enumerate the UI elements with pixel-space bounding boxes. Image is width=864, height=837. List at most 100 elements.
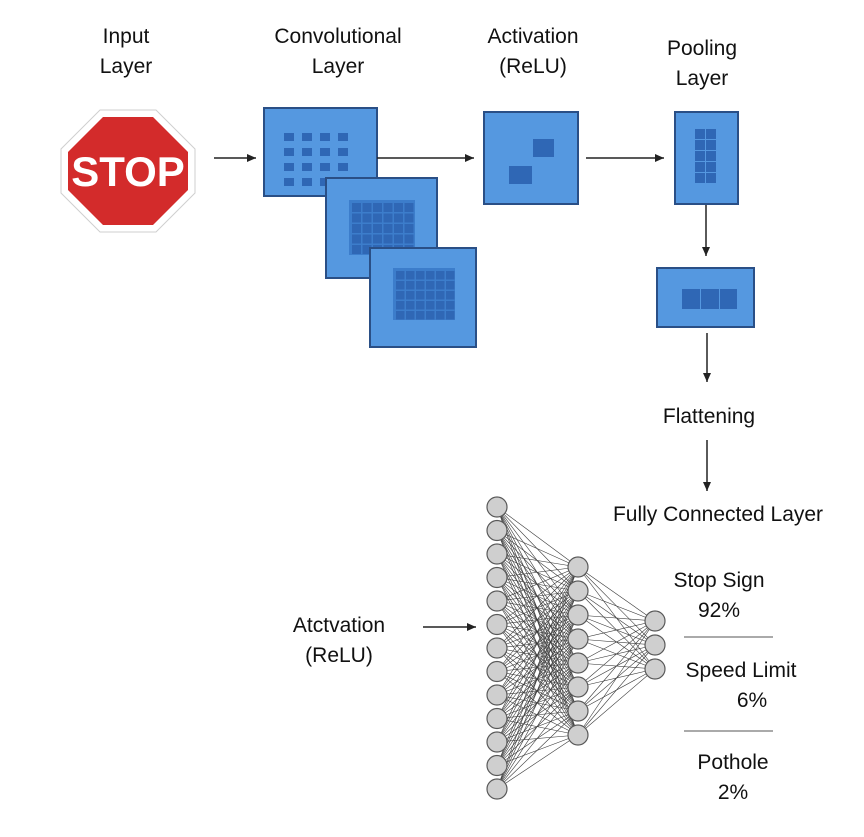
conv-map-2-cell: [383, 213, 393, 223]
network-edge: [496, 734, 579, 790]
network-edge: [577, 620, 656, 664]
hidden-node: [567, 652, 589, 674]
conv-map-3-cell: [446, 301, 455, 310]
conv-map-3-cell: [426, 301, 435, 310]
network-edge: [496, 566, 579, 578]
flattened-vector: [656, 267, 755, 328]
conv-map-1-cell: [338, 163, 348, 171]
network-edge: [496, 566, 579, 766]
input-layer-label-line1: Input: [102, 25, 150, 48]
flattened-cell-3: [720, 289, 737, 309]
input-node: [486, 754, 508, 777]
network-edge: [496, 590, 579, 790]
conv-layer-label-line2: Layer: [311, 55, 365, 78]
network-edge: [496, 614, 579, 790]
network-edge: [496, 638, 579, 790]
activation-bottom-label: Atctvation (ReLU): [293, 611, 385, 671]
conv-map-2-cell: [352, 224, 361, 233]
flattened-cell-1: [682, 289, 700, 309]
network-edge: [577, 668, 656, 736]
output-speed-limit-probability: 6%: [736, 689, 768, 712]
conv-map-3-cell: [396, 311, 405, 320]
pooling-map-cell: [695, 162, 705, 172]
conv-map-3-cell: [426, 271, 435, 280]
input-layer-label-line2: Layer: [99, 55, 153, 78]
input-node: [486, 660, 508, 683]
conv-map-2-cell: [404, 203, 414, 212]
conv-map-2-cell: [373, 213, 382, 223]
conv-map-2-cell: [352, 245, 361, 254]
conv-map-3-cell: [446, 271, 455, 280]
conv-map-3-cell: [436, 291, 445, 300]
input-node: [486, 778, 508, 800]
conv-map-1-cell: [302, 178, 312, 186]
conv-map-2-cell: [373, 224, 382, 233]
conv-map-3-cell: [416, 281, 425, 290]
pooling-map-cell: [695, 129, 705, 139]
conv-map-2-cell: [383, 203, 393, 212]
conv-layer-label-line1: Convolutional: [274, 25, 402, 48]
activation-top-label-line2: (ReLU): [499, 55, 567, 78]
conv-map-3-cell: [406, 271, 415, 280]
conv-map-3-cell: [416, 291, 425, 300]
stop-sign-border: [60, 109, 196, 233]
network-edge: [496, 566, 579, 790]
pooling-map-cells: [695, 129, 716, 183]
network-edge: [496, 566, 579, 696]
conv-map-3-cell: [436, 281, 445, 290]
conv-map-1-cell: [284, 148, 294, 156]
conv-feature-map-3: [369, 247, 477, 348]
activation-map-frame: [483, 111, 579, 205]
conv-map-1-cell: [284, 178, 294, 186]
conv-map-1-cell: [338, 148, 348, 156]
stop-sign-text: STOP: [71, 148, 185, 195]
conv-map-1-cell: [302, 148, 312, 156]
stop-sign-icon: STOP: [60, 109, 196, 233]
conv-map-2-cell: [362, 224, 372, 233]
network-edge: [577, 620, 656, 736]
network-edge: [496, 566, 579, 602]
conv-map-3-cell: [446, 291, 455, 300]
conv-map-2-cell: [404, 234, 414, 244]
network-edge: [577, 620, 656, 688]
output-speed-limit-name: Speed Limit: [685, 659, 797, 682]
hidden-node: [567, 604, 589, 626]
conv-map-1-cell: [284, 133, 294, 141]
output-stop-sign: Stop Sign 92%: [673, 566, 764, 626]
conv-map-3-cell: [416, 311, 425, 320]
stop-sign-face: [68, 117, 188, 225]
input-node: [486, 684, 508, 706]
conv-map-3-cell: [446, 281, 455, 290]
conv-map-3-cell: [396, 291, 405, 300]
network-edge: [496, 566, 579, 719]
conv-map-2-cell: [394, 224, 403, 233]
pooling-layer-label: Pooling Layer: [667, 34, 737, 94]
input-node: [486, 590, 508, 612]
hidden-node: [567, 724, 589, 746]
conv-map-2-cell: [362, 234, 372, 244]
pooling-map-cell: [695, 151, 705, 161]
input-node: [486, 637, 508, 659]
activation-cell-upper: [533, 139, 554, 157]
conv-map-3-cell: [396, 301, 405, 310]
network-edge: [496, 566, 579, 743]
pooling-map-cell: [706, 173, 716, 183]
flattening-label: Flattening: [663, 402, 755, 432]
conv-map-3-cell: [426, 281, 435, 290]
conv-map-2-cell: [404, 224, 414, 233]
pooling-map-cell: [706, 151, 716, 161]
conv-map-3-cell: [436, 311, 445, 320]
pooling-layer-label-line1: Pooling: [666, 37, 738, 60]
network-edge: [496, 566, 579, 649]
output-node: [644, 658, 666, 680]
pooling-map-cell: [706, 162, 716, 172]
network-nodes: [486, 496, 666, 800]
conv-map-3-cell: [436, 271, 445, 280]
network-edge: [496, 686, 579, 790]
output-pothole-probability: 2%: [717, 781, 749, 804]
conv-map-3-cell: [416, 301, 425, 310]
network-edge: [577, 614, 656, 622]
activation-top-label: Activation (ReLU): [487, 22, 578, 82]
